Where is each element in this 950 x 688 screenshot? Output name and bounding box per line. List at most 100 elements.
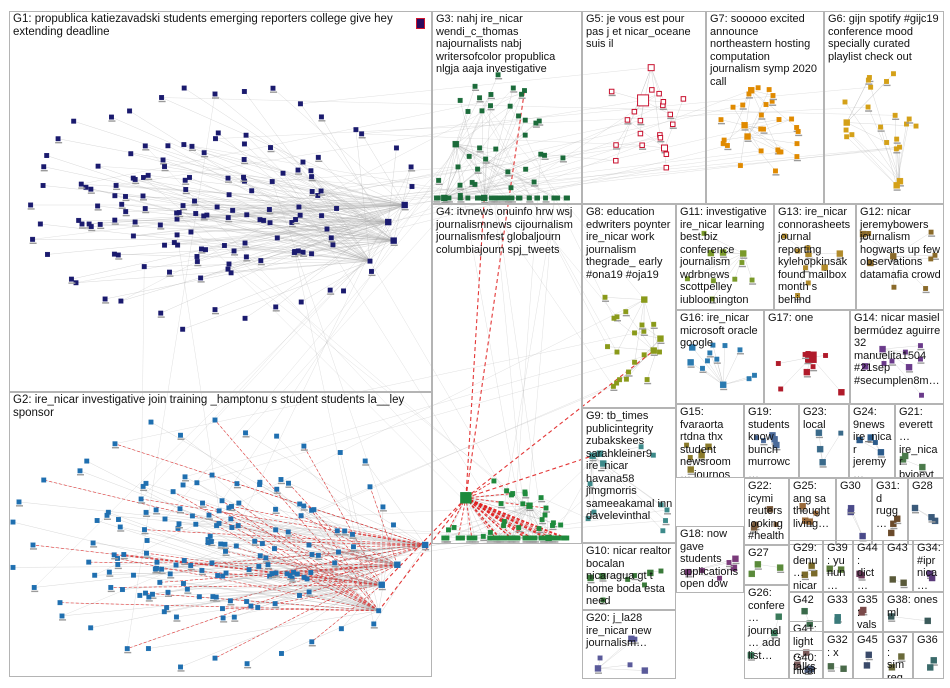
node[interactable] [84,458,90,464]
node[interactable] [198,246,204,252]
node[interactable] [740,102,746,108]
node[interactable] [297,212,303,218]
node[interactable] [732,276,738,282]
node[interactable] [687,454,693,460]
node[interactable] [773,522,779,527]
node[interactable] [249,188,255,194]
node[interactable] [241,141,247,147]
node[interactable] [257,553,263,559]
node[interactable] [704,358,710,364]
node[interactable] [928,256,934,262]
node[interactable] [905,363,913,371]
node[interactable] [273,506,279,512]
node[interactable] [888,664,896,671]
node[interactable] [451,524,457,530]
node[interactable] [332,560,338,566]
node[interactable] [209,560,215,566]
node[interactable] [234,481,240,487]
node[interactable] [308,168,314,174]
node[interactable] [180,326,186,332]
node[interactable] [867,434,874,441]
node[interactable] [901,452,909,460]
node[interactable] [142,527,147,533]
node[interactable] [144,538,150,543]
node[interactable] [167,571,173,577]
node[interactable] [881,360,887,366]
node[interactable] [57,600,63,606]
node[interactable] [614,349,620,355]
node[interactable] [309,189,315,194]
node[interactable] [229,525,235,530]
node[interactable] [556,535,561,541]
node[interactable] [408,164,414,170]
node[interactable] [707,249,715,257]
node[interactable] [746,91,752,97]
node[interactable] [116,517,121,522]
node[interactable] [515,535,521,541]
node[interactable] [194,259,200,265]
node[interactable] [805,280,811,286]
node[interactable] [220,615,226,621]
node[interactable] [295,167,301,173]
node[interactable] [198,275,204,281]
node[interactable] [522,132,528,138]
node[interactable] [327,287,333,293]
node[interactable] [55,136,61,142]
node[interactable] [269,179,275,185]
node[interactable] [542,512,548,518]
node[interactable] [153,507,159,513]
node[interactable] [647,64,655,72]
node[interactable] [334,528,340,534]
node[interactable] [689,344,696,351]
node[interactable] [625,576,631,582]
node[interactable] [469,535,475,541]
node[interactable] [900,579,907,586]
node[interactable] [37,221,43,227]
node[interactable] [611,315,617,321]
node[interactable] [923,286,929,291]
node[interactable] [778,149,784,155]
node[interactable] [522,535,528,541]
node[interactable] [287,573,293,578]
node[interactable] [647,569,654,577]
node[interactable] [315,552,321,558]
node[interactable] [115,562,121,567]
node[interactable] [95,203,101,209]
node[interactable] [158,310,164,316]
node[interactable] [315,154,321,160]
node[interactable] [145,172,151,178]
node[interactable] [705,443,712,450]
node[interactable] [165,143,171,149]
node[interactable] [487,529,493,535]
node[interactable] [859,230,867,238]
node[interactable] [805,245,811,251]
node[interactable] [214,204,220,210]
node[interactable] [805,357,810,363]
node[interactable] [371,621,377,627]
node[interactable] [121,552,127,558]
node[interactable] [494,535,500,541]
node[interactable] [913,123,919,129]
node[interactable] [563,195,569,201]
node[interactable] [717,575,723,581]
node[interactable] [112,441,118,447]
node[interactable] [888,613,895,620]
node[interactable] [115,252,121,258]
node[interactable] [801,607,808,615]
node[interactable] [795,248,801,254]
node[interactable] [97,221,103,227]
node[interactable] [509,535,514,541]
node[interactable] [746,376,752,382]
node[interactable] [78,181,84,187]
node[interactable] [613,142,619,148]
node[interactable] [801,571,809,578]
node[interactable] [165,589,171,595]
node[interactable] [657,134,664,141]
node[interactable] [754,435,759,441]
node[interactable] [770,93,776,98]
node[interactable] [894,515,901,522]
node[interactable] [889,576,896,583]
node[interactable] [267,220,273,226]
node[interactable] [241,174,247,180]
node[interactable] [810,364,816,370]
